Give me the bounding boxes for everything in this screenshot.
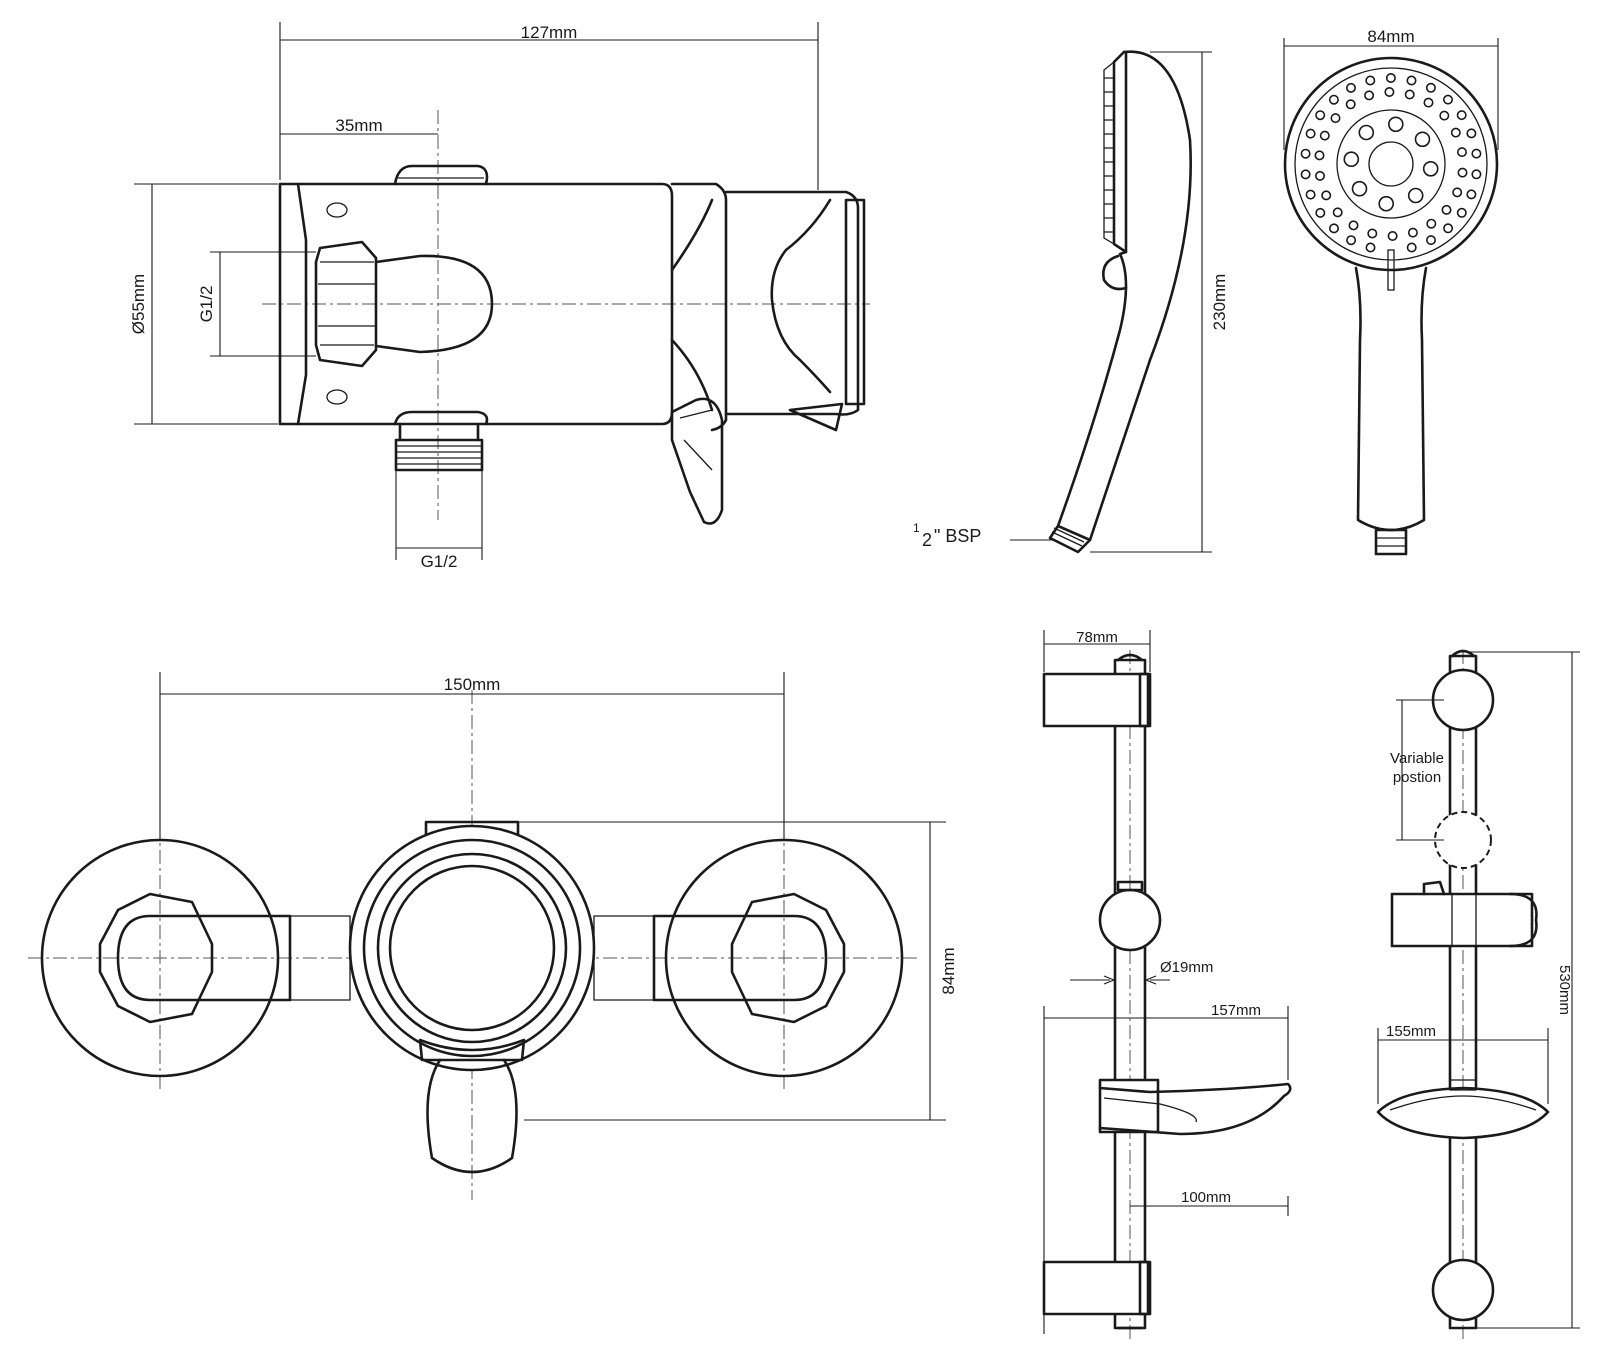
nozzle bbox=[1466, 128, 1477, 139]
nozzle bbox=[1315, 207, 1326, 218]
dim-bsp-label: " BSP bbox=[934, 526, 981, 546]
nozzle bbox=[1471, 148, 1482, 159]
nozzle bbox=[1305, 189, 1316, 200]
nozzle bbox=[1387, 231, 1398, 242]
dim-outlet-g12: G1/2 bbox=[421, 552, 458, 571]
nozzle bbox=[1407, 187, 1424, 204]
nozzle bbox=[1425, 82, 1436, 93]
nozzle bbox=[1456, 110, 1467, 121]
nozzle bbox=[1321, 190, 1332, 201]
nozzle bbox=[1441, 204, 1452, 215]
nozzle bbox=[1319, 130, 1330, 141]
nozzle bbox=[1450, 127, 1461, 138]
nozzle bbox=[1305, 128, 1316, 139]
nozzle bbox=[1351, 180, 1368, 197]
nozzle bbox=[1414, 131, 1431, 148]
nozzle bbox=[1345, 99, 1356, 110]
nozzle bbox=[1426, 235, 1437, 246]
dim-diameter-55mm: Ø55mm bbox=[129, 274, 148, 334]
nozzle bbox=[1439, 110, 1450, 121]
note-variable-line2: postion bbox=[1393, 769, 1441, 786]
nozzle bbox=[1404, 89, 1415, 100]
dim-rail-19mm: Ø19mm bbox=[1160, 959, 1213, 976]
dim-230mm: 230mm bbox=[1210, 274, 1229, 331]
nozzle bbox=[1443, 223, 1454, 234]
dim-head-84mm: 84mm bbox=[1367, 27, 1414, 46]
nozzle bbox=[1348, 220, 1359, 231]
nozzle bbox=[1364, 90, 1375, 101]
valve-side-view: 127mm 35mm Ø55mm G1/2 G1/2 bbox=[129, 22, 870, 571]
valve-front-view: 150mm 84mm bbox=[28, 672, 958, 1200]
dim-bsp-denominator: 2 bbox=[922, 530, 932, 550]
nozzle bbox=[1315, 110, 1326, 121]
nozzle bbox=[1332, 207, 1343, 218]
nozzle bbox=[1443, 94, 1454, 105]
nozzle bbox=[1314, 150, 1325, 161]
dim-150mm: 150mm bbox=[444, 675, 501, 694]
note-variable-line1: Variable bbox=[1390, 750, 1444, 767]
nozzle bbox=[1365, 242, 1376, 253]
nozzle bbox=[1471, 169, 1482, 180]
nozzle bbox=[1423, 97, 1434, 108]
nozzle bbox=[1343, 151, 1360, 167]
nozzle bbox=[1406, 75, 1417, 86]
nozzle bbox=[1385, 73, 1396, 84]
nozzle bbox=[1384, 87, 1395, 98]
dim-78mm: 78mm bbox=[1076, 629, 1118, 646]
nozzle bbox=[1426, 218, 1437, 229]
dim-530mm: 530mm bbox=[1556, 965, 1573, 1015]
nozzle bbox=[1457, 147, 1468, 158]
nozzle bbox=[1466, 189, 1477, 200]
nozzle bbox=[1452, 187, 1463, 198]
nozzle bbox=[1315, 170, 1326, 181]
nozzle bbox=[1456, 207, 1467, 218]
dim-inlet-g12: G1/2 bbox=[197, 286, 216, 323]
nozzle bbox=[1365, 75, 1376, 86]
handset-front-view: 84mm bbox=[1283, 27, 1499, 556]
dim-127mm: 127mm bbox=[521, 23, 578, 42]
nozzle bbox=[1330, 113, 1341, 124]
nozzle bbox=[1407, 227, 1418, 238]
nozzle bbox=[1457, 167, 1468, 178]
nozzle-pattern bbox=[1300, 73, 1482, 253]
dim-35mm: 35mm bbox=[335, 116, 382, 135]
rail-side-view: 78mm Ø19mm 157mm 100mm bbox=[1042, 629, 1292, 1340]
dim-bsp-numerator: 1 bbox=[913, 521, 920, 535]
nozzle bbox=[1346, 82, 1357, 93]
nozzle bbox=[1328, 94, 1339, 105]
nozzle bbox=[1367, 228, 1378, 239]
dim-157mm: 157mm bbox=[1211, 1002, 1261, 1019]
handset-side-view: 230mm 1 2 " BSP bbox=[913, 50, 1229, 554]
dim-155mm: 155mm bbox=[1386, 1023, 1436, 1040]
dim-100mm: 100mm bbox=[1181, 1189, 1231, 1206]
dim-front-84mm: 84mm bbox=[939, 947, 958, 994]
rail-front-view: Variable postion 155mm 530mm bbox=[1376, 649, 1580, 1340]
nozzle bbox=[1388, 116, 1404, 133]
nozzle bbox=[1378, 195, 1394, 212]
nozzle bbox=[1300, 169, 1311, 180]
nozzle bbox=[1329, 223, 1340, 234]
nozzle bbox=[1422, 161, 1439, 177]
nozzle bbox=[1346, 235, 1357, 246]
nozzle bbox=[1300, 148, 1311, 159]
nozzle bbox=[1406, 242, 1417, 253]
nozzle bbox=[1358, 124, 1375, 141]
